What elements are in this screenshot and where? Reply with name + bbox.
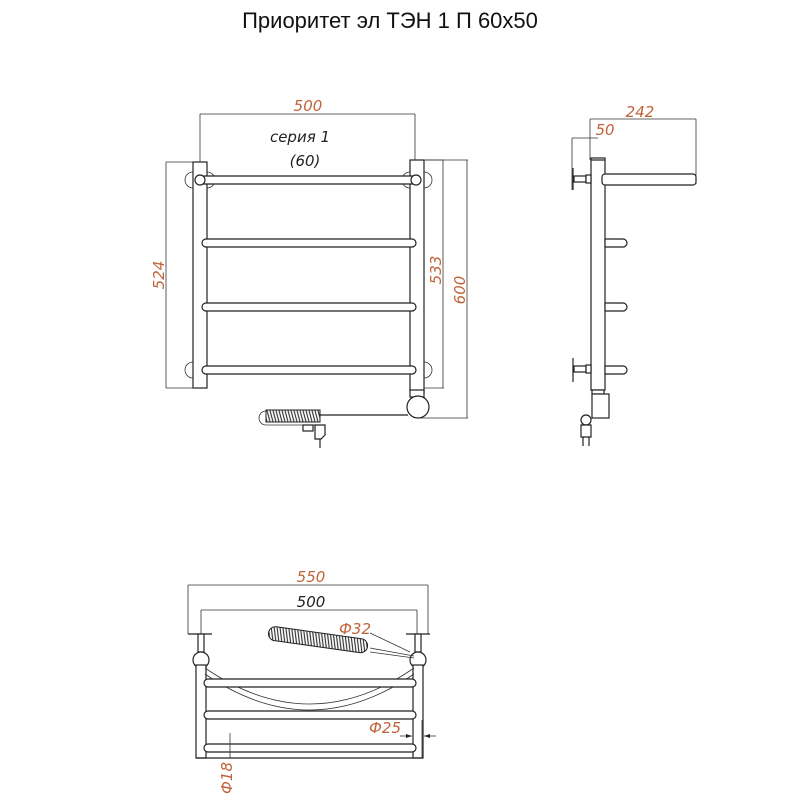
pipe-diameter-label: Ф25: [369, 719, 401, 737]
left-height-label: 524: [150, 261, 168, 290]
page-title: Приоритет эл ТЭН 1 П 60x50: [242, 8, 538, 33]
front-view: 500 серия 1 (60) 524 533: [150, 97, 469, 448]
heater-knob: [406, 395, 430, 419]
rung-diameter-label: Ф18: [218, 762, 236, 794]
series-sub-label: (60): [290, 152, 321, 170]
right-inner-height-label: 533: [427, 256, 445, 285]
top-outer-width-label: 550: [297, 568, 326, 586]
heater-diameter-label: Ф32: [339, 620, 371, 638]
side-depth-label: 242: [626, 103, 655, 121]
side-offset-label: 50: [595, 121, 614, 139]
front-width-label: 500: [294, 97, 323, 115]
top-view: 550 500 Ф32 Ф25: [187, 568, 436, 794]
top-inner-width-label: 500: [297, 593, 326, 611]
side-view: 242 50: [571, 103, 697, 446]
right-total-height-label: 600: [451, 276, 469, 305]
series-label: серия 1: [270, 128, 330, 146]
